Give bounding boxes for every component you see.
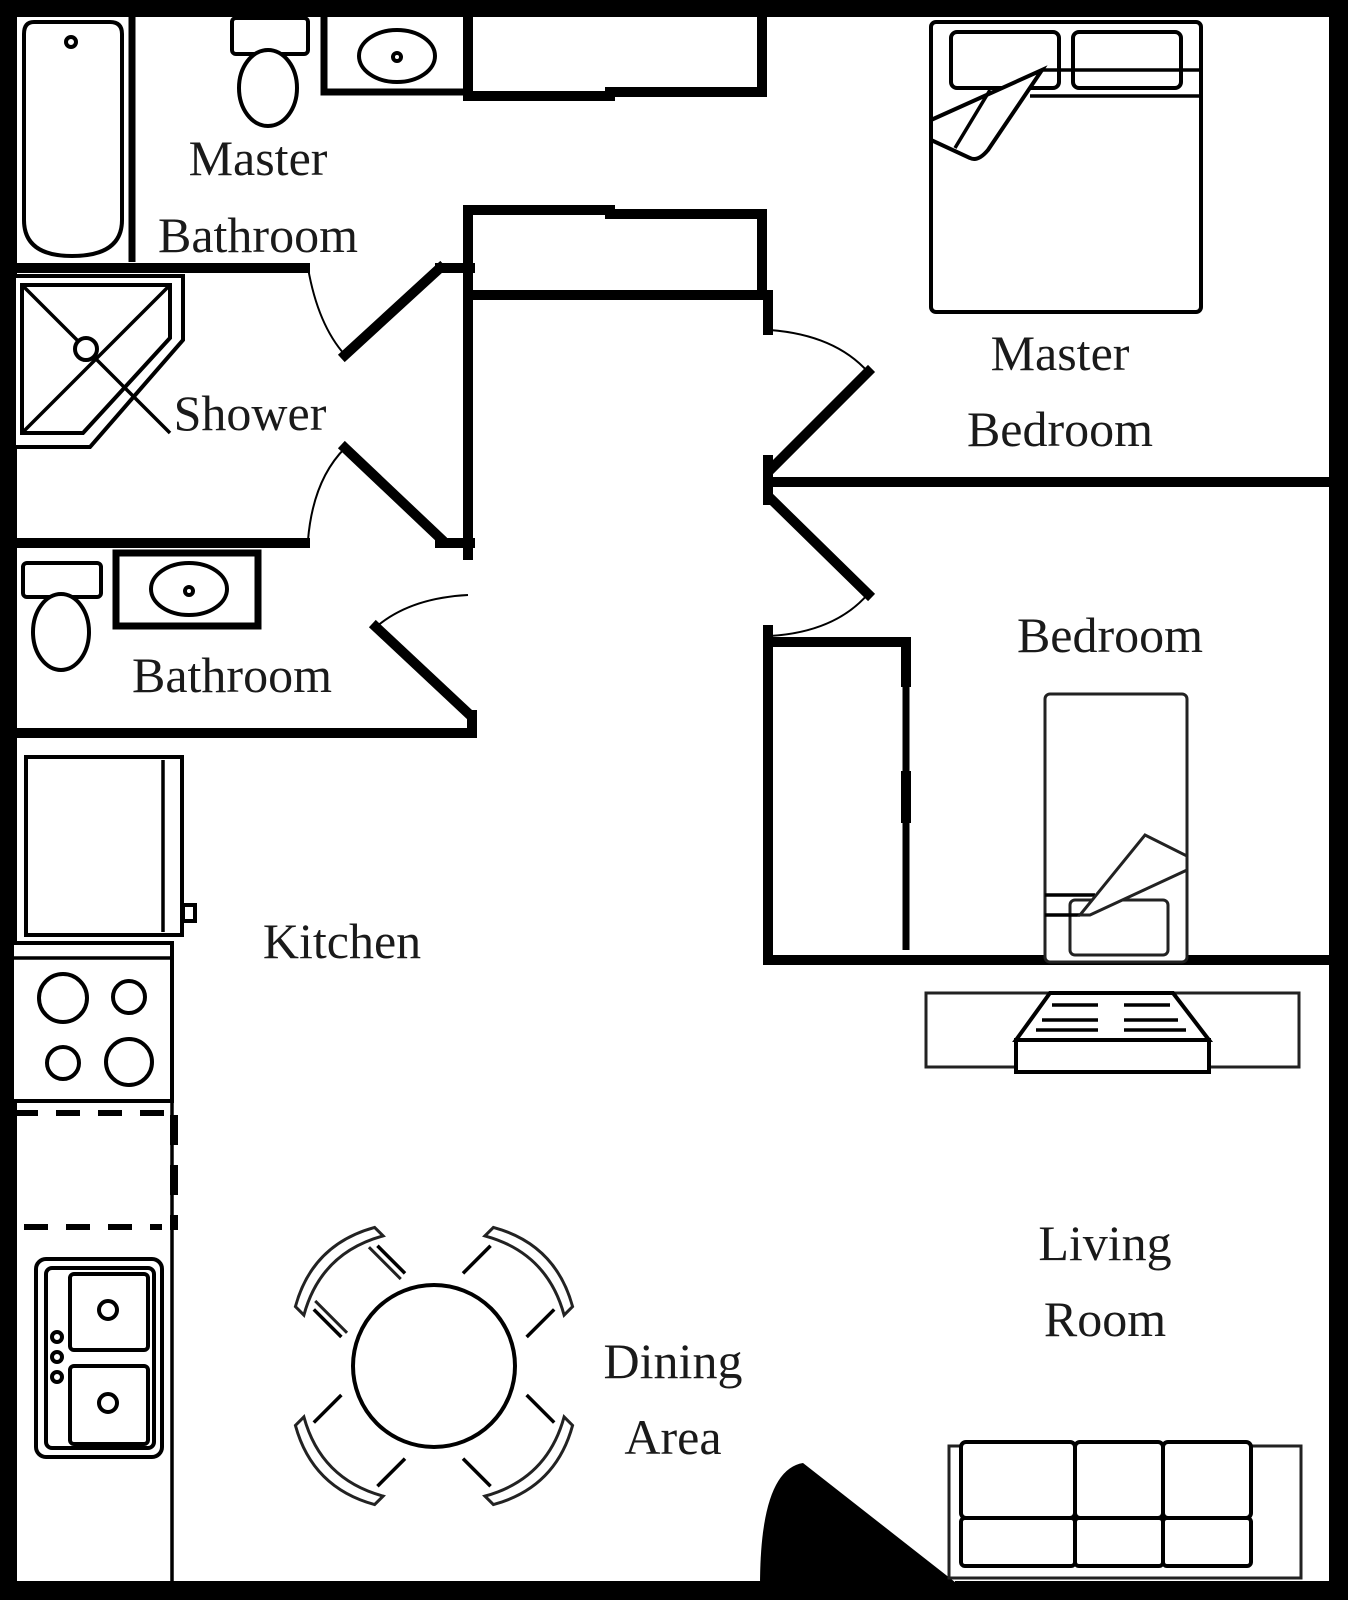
- sink-icon: [112, 549, 262, 630]
- bathtub-icon: [22, 20, 124, 259]
- fireplace-icon: [924, 991, 1301, 1074]
- toilet-icon: [21, 561, 103, 672]
- room-labels: Master Bathroom Shower Bathroom Master B…: [132, 130, 1203, 1465]
- label-master-bathroom-2: Bathroom: [158, 207, 358, 263]
- entry-door: [760, 1463, 960, 1586]
- dining-table-icon: [293, 1225, 575, 1507]
- label-dining-2: Area: [624, 1409, 721, 1465]
- dishwasher-icon: [14, 1100, 178, 1586]
- shower-icon: [12, 274, 185, 449]
- label-bedroom: Bedroom: [1017, 607, 1203, 663]
- label-master-bedroom-1: Master: [991, 325, 1130, 381]
- label-master-bedroom-2: Bedroom: [967, 401, 1153, 457]
- double-sink-icon: [34, 1257, 164, 1459]
- double-bed-icon: [929, 20, 1203, 314]
- label-living-1: Living: [1038, 1215, 1171, 1271]
- walls: [7, 7, 1339, 1591]
- label-shower: Shower: [174, 385, 327, 441]
- sink-icon: [357, 28, 437, 84]
- label-dining-1: Dining: [604, 1333, 743, 1389]
- toilet-icon: [230, 16, 310, 128]
- stove-icon: [10, 941, 174, 1103]
- label-kitchen: Kitchen: [263, 913, 421, 969]
- refrigerator-icon: [24, 755, 197, 937]
- label-bathroom: Bathroom: [132, 647, 332, 703]
- single-bed-icon: [1043, 692, 1189, 964]
- label-living-2: Room: [1044, 1291, 1166, 1347]
- sofa-icon: [947, 1440, 1303, 1580]
- doors: [307, 260, 960, 1586]
- label-master-bathroom-1: Master: [189, 130, 328, 186]
